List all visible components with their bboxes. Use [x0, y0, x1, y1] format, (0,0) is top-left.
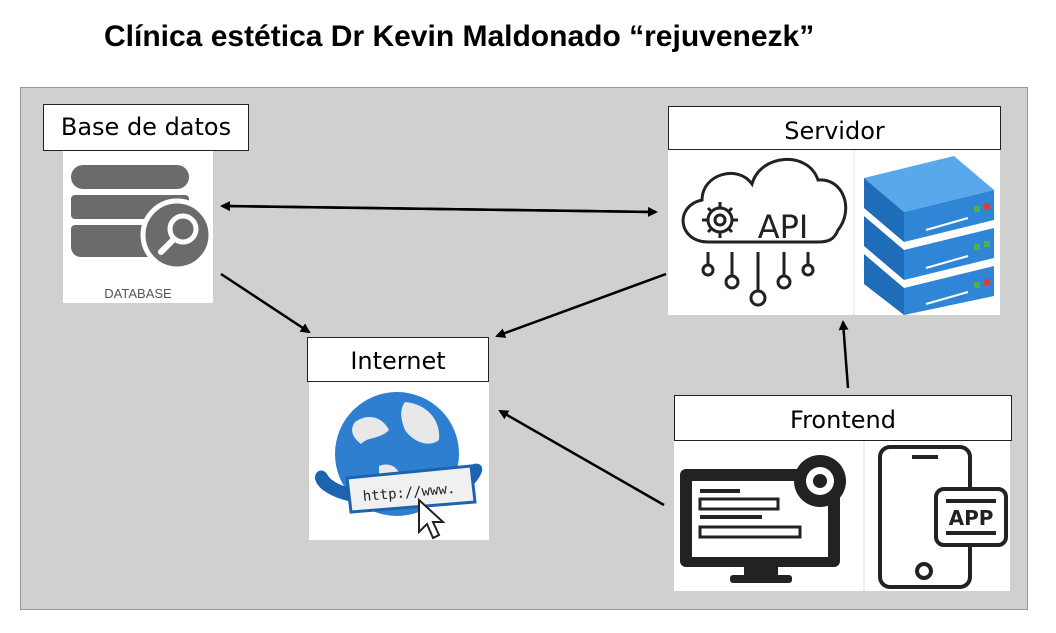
app-text: APP — [949, 506, 994, 530]
api-text: API — [758, 208, 809, 246]
internet-image: http://www. — [309, 382, 489, 540]
cursor-icon — [418, 497, 446, 540]
mobile-app-icon — [878, 445, 1008, 589]
arrow-frontend-internet — [498, 409, 665, 507]
web-monitor-icon — [680, 455, 846, 583]
server-image: API — [668, 150, 1000, 315]
database-caption: DATABASE — [104, 286, 172, 301]
frontend-image: APP — [674, 441, 1010, 591]
arrow-server-database — [220, 201, 651, 214]
arrow-database-internet — [220, 272, 311, 334]
globe-icon: http://www. — [315, 392, 483, 540]
diagram-title: Clínica estética Dr Kevin Maldonado “rej… — [104, 20, 815, 53]
arrow-server-internet — [495, 272, 667, 338]
database-icon: DATABASE — [71, 165, 213, 301]
internet-label: Internet — [307, 337, 489, 382]
database-label: Base de datos — [43, 104, 249, 151]
api-cloud-icon — [681, 157, 848, 307]
server-rack-icon — [864, 156, 994, 315]
arrow-frontend-server — [838, 320, 850, 389]
server-label: Servidor — [668, 106, 1001, 150]
frontend-label: Frontend — [674, 395, 1012, 441]
database-image: DATABASE — [63, 151, 213, 303]
